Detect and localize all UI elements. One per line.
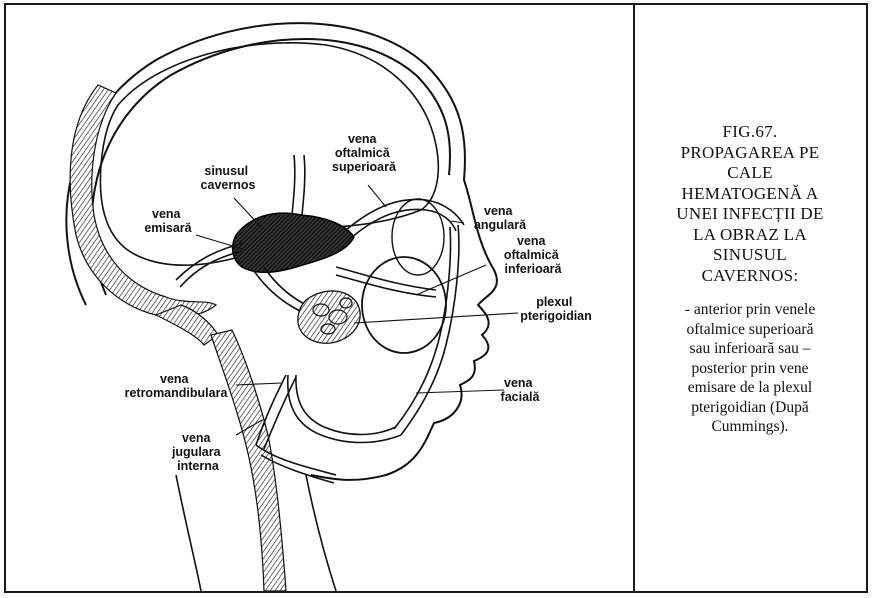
jugular-vein <box>211 330 286 591</box>
caption-title-line: UNEI INFECȚII DE <box>636 204 864 225</box>
caption-body-line: - anterior prin venele <box>644 300 856 320</box>
label-sinusul-cavernos: sinusul cavernos <box>201 164 256 192</box>
label-vena-emisara: vena emisară <box>144 207 192 235</box>
label-plexul-pterigoidian: plexul pterigoidian <box>520 295 592 323</box>
label-vena-retromandibulara: vena retromandibulara <box>125 372 229 400</box>
orbit-outline <box>362 257 446 353</box>
caption-body: - anterior prin venele oftalmice superio… <box>636 300 864 437</box>
caption-title-line: FIG.67. <box>636 122 864 143</box>
caption-body-line: emisare de la plexul <box>644 378 856 398</box>
label-vena-faciala: vena facială <box>501 376 541 404</box>
cavernous-sinus-mass <box>233 213 354 272</box>
caption-title: FIG.67. PROPAGAREA PE CALE HEMATOGENĂ A … <box>636 122 864 286</box>
caption-title-line: SINUSUL <box>636 245 864 266</box>
label-vena-oftalmica-superioara: vena oftalmică superioară <box>332 132 397 174</box>
label-vena-oftalmica-inferioara: vena oftalmică inferioară <box>504 234 563 276</box>
caption-body-line: sau inferioară sau – <box>644 339 856 359</box>
caption-title-line: CAVERNOS: <box>636 266 864 287</box>
figure-caption: FIG.67. PROPAGAREA PE CALE HEMATOGENĂ A … <box>636 122 864 437</box>
caption-body-line: oftalmice superioară <box>644 320 856 340</box>
head-vein-diagram: sinusul cavernos vena oftalmică superioa… <box>6 5 632 591</box>
caption-title-line: LA OBRAZ LA <box>636 225 864 246</box>
caption-title-line: HEMATOGENĂ A <box>636 184 864 205</box>
caption-body-line: posterior prin vene <box>644 359 856 379</box>
caption-body-line: Cummings). <box>644 417 856 437</box>
label-vena-angulara: vena angulară <box>474 204 527 232</box>
caption-divider <box>633 3 635 593</box>
transverse-sinus <box>70 85 218 345</box>
caption-title-line: CALE <box>636 163 864 184</box>
head-outline <box>66 23 497 591</box>
caption-body-line: pterigoidian (După <box>644 398 856 418</box>
caption-title-line: PROPAGAREA PE <box>636 143 864 164</box>
label-vena-jugulara-interna: vena jugulara interna <box>171 431 224 473</box>
